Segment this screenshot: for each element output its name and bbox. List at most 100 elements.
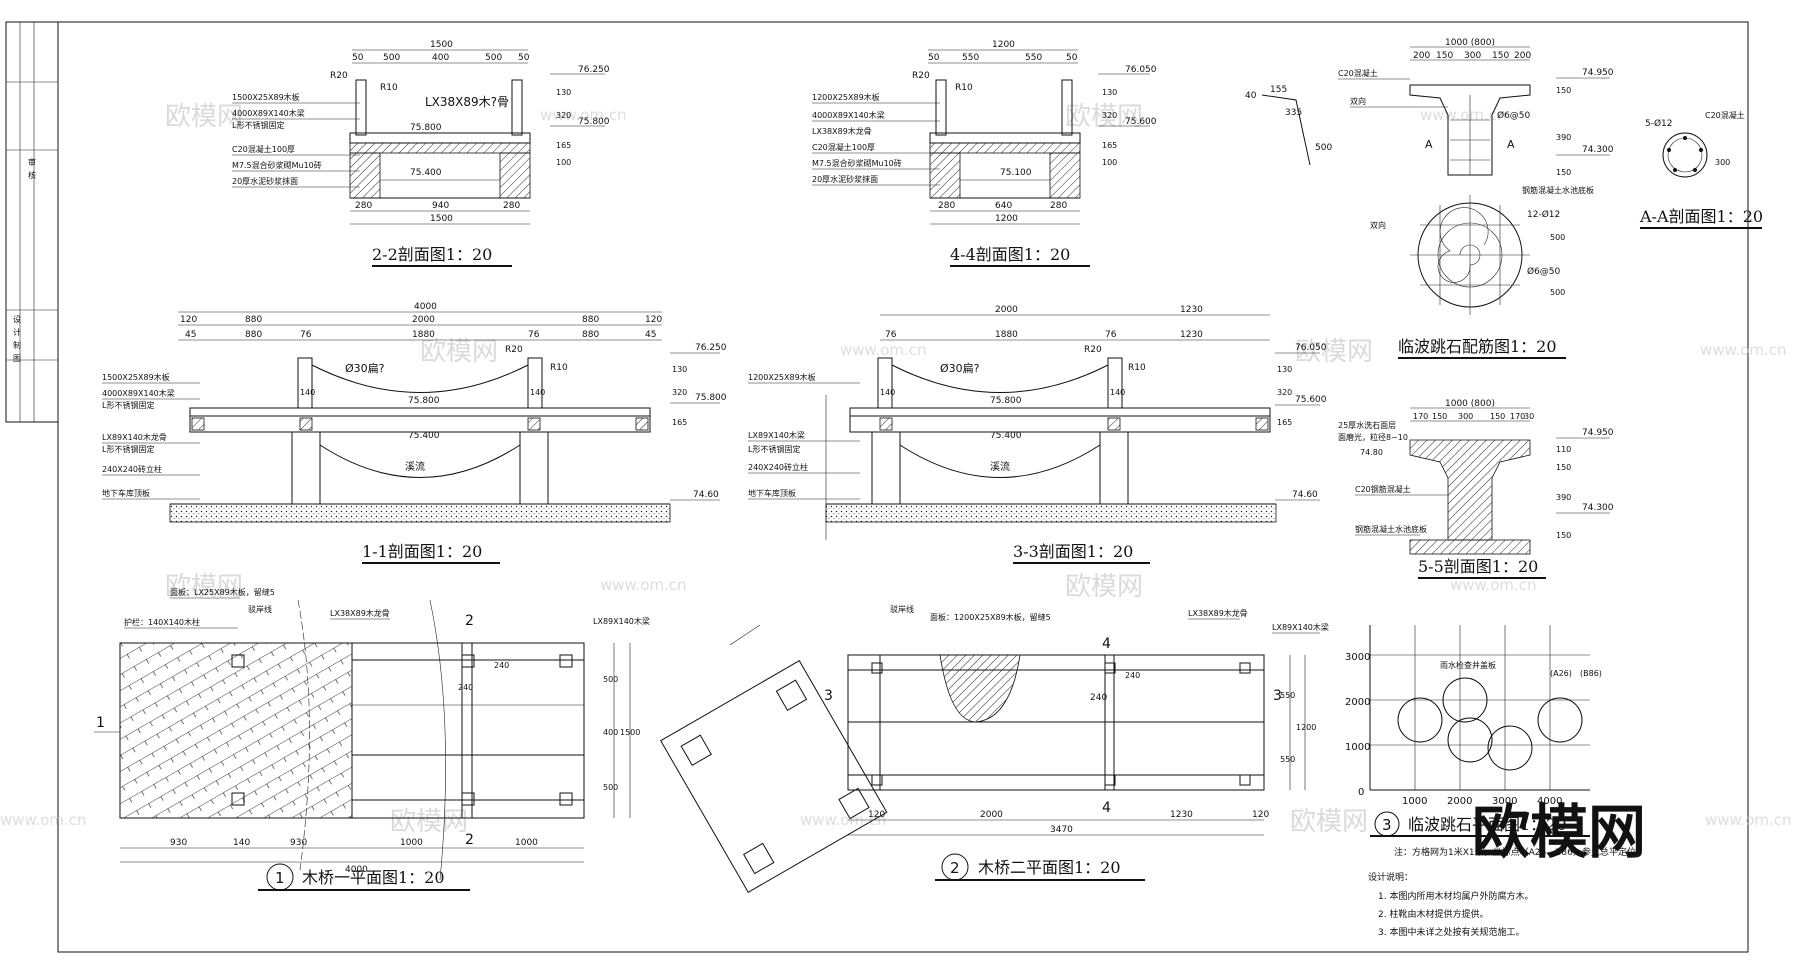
dim-text: 1500 [620, 728, 640, 737]
grid-x-label: 2000 [1447, 796, 1472, 807]
leader-label: 4000X89X140木梁 [102, 388, 175, 398]
elevation: 76.250 [695, 343, 727, 353]
radius-label: R10 [955, 83, 973, 93]
leader-label: 25厚水洗石面层 [1338, 420, 1396, 430]
plan-bridge-2: 驳岸线 面板：1200X25X89木板，留缝5 LX38X89木龙骨 LX89X… [660, 604, 1329, 893]
dim-text: 1500 [430, 40, 453, 50]
leader-label: 12-Ø12 [1527, 209, 1560, 220]
dim-text: 1000 [515, 838, 538, 848]
dim-text: 50 [1066, 53, 1078, 63]
view-title: 3-3剖面图1：20 [1013, 542, 1133, 561]
leader-label: 1500X25X89木板 [232, 92, 300, 102]
elevation: 75.800 [410, 123, 442, 133]
leader-label: C20混凝土100厚 [232, 144, 295, 154]
elevation: 74.950 [1582, 428, 1614, 438]
dim-text: 3470 [1050, 825, 1073, 835]
cut-mark: 3 [824, 688, 833, 704]
view-title: A-A剖面图1：20 [1639, 207, 1763, 226]
leader-label: C20钢筋混凝土 [1355, 484, 1411, 494]
dim-text: 150 [1436, 51, 1453, 61]
vdim: 165 [1277, 418, 1292, 427]
dim-text: 2000 [995, 305, 1018, 315]
leader-label: 面板：LX25X89木板，留缝5 [170, 587, 275, 597]
elevation: 75.400 [990, 431, 1022, 441]
dim-text: 930 [290, 838, 307, 848]
hook-dim: 155 [1270, 85, 1287, 95]
vdim: 320 [1102, 111, 1117, 120]
elevation: 75.800 [695, 393, 727, 403]
view-title: 5-5剖面图1：20 [1418, 557, 1538, 576]
dim-text: 1000 [400, 838, 423, 848]
rail-label: LX38X89木?骨 [425, 95, 509, 109]
dim-text: 300 [1464, 51, 1481, 61]
radius-label: R10 [550, 363, 568, 373]
dim-text: 500 [485, 53, 502, 63]
vdim: 150 [1556, 531, 1571, 540]
dim-text: 45 [185, 330, 196, 340]
leader-label: 4000X89X140木梁 [812, 110, 885, 120]
leader-label: 20厚水泥砂浆抹面 [232, 176, 298, 186]
leader-label: 240X240砖立柱 [102, 464, 162, 474]
stepping-stone-rebar: 40 155 335 500 1000 (800) 200 150 300 15… [1245, 38, 1614, 359]
note-item: 2. 柱靴由木材提供方提供。 [1378, 908, 1488, 920]
section-a-a: 5-Ø12 C20混凝土 300 A-A剖面图1：20 [1639, 110, 1763, 229]
watermark-brand: 欧模网 [165, 102, 243, 132]
elevation: 75.800 [990, 396, 1022, 406]
radius-label: R20 [1084, 345, 1102, 355]
leader-label: (A26) [1550, 669, 1572, 678]
watermark-brand: 欧模网 [420, 337, 498, 367]
section-5-5: 1000 (800) 170 150 300 150 170 30 25厚水洗石… [1338, 399, 1614, 579]
elevation: 74.60 [693, 490, 719, 500]
view-title: 木桥二平面图1：20 [978, 858, 1121, 877]
elevation: 75.100 [1000, 168, 1032, 178]
grid-note: 注：方格网为1米X1米，坐标点（A26、B86）参见总平定位。 [1394, 846, 1645, 858]
dim-text: 280 [355, 201, 372, 211]
dim-text: 550 [962, 53, 979, 63]
view-title: 临波跳石平面图1：20 [1408, 815, 1567, 834]
vdim: 150 [1556, 86, 1571, 95]
dim-text: 170 [1510, 412, 1525, 421]
dim-text: 50 [352, 53, 364, 63]
vdim: 165 [556, 141, 571, 150]
leader-label: LX38X89木龙骨 [812, 126, 872, 136]
plan-bridge-1: 面板：LX25X89木板，留缝5 护栏：140X140木柱 驳岸线 LX38X8… [94, 587, 650, 891]
dim-text: 1200 [995, 214, 1018, 224]
leader-label: L形不锈钢固定 [102, 400, 154, 410]
cut-mark: A [1507, 138, 1515, 151]
radius-label: R20 [912, 71, 930, 81]
leader-label: 1200X25X89木板 [812, 92, 880, 102]
radius-label: R10 [380, 83, 398, 93]
vdim: 320 [672, 388, 687, 397]
watermarks: 欧模网 www.om.cn 欧模网 www.om.cn 欧模网 www.om.c… [0, 102, 1792, 866]
dim-text: 500 [603, 783, 618, 792]
grid-y-label: 2000 [1345, 697, 1370, 708]
leader-label: 驳岸线 [890, 604, 914, 614]
grid-y-label: 0 [1358, 787, 1364, 798]
watermark-brand: 欧模网 [1290, 807, 1368, 837]
hook-dim: 500 [1315, 143, 1332, 153]
dim-text: 1230 [1170, 810, 1193, 820]
vdim: 500 [1550, 233, 1565, 242]
vdim: 100 [556, 158, 571, 167]
watermark-brand: 欧模网 [1065, 102, 1143, 132]
leader-label: 1500X25X89木板 [102, 372, 170, 382]
dim-text: 50 [518, 53, 530, 63]
dim-text: 500 [603, 675, 618, 684]
hook-dim: 335 [1285, 108, 1302, 118]
leader-label: 地下车库顶板 [102, 488, 150, 498]
elevation: 76.050 [1125, 65, 1157, 75]
dim-text: 550 [1280, 755, 1295, 764]
watermark-url: www.om.cn [540, 106, 627, 124]
dim-text: 150 [1432, 412, 1447, 421]
dim-text: 120 [180, 315, 197, 325]
watermark-url: www.om.cn [1705, 811, 1792, 829]
tb-review: 审 [28, 157, 36, 167]
leader-label: 钢筋混凝土水池底板 [1522, 185, 1594, 195]
grid-x-label: 4000 [1537, 796, 1562, 807]
dim-text: 4000 [414, 302, 437, 312]
dim-text: 500 [383, 53, 400, 63]
leader-label: 护栏：140X140木柱 [124, 617, 200, 627]
dim-text: 930 [170, 838, 187, 848]
leader-label: 驳岸线 [248, 604, 272, 614]
